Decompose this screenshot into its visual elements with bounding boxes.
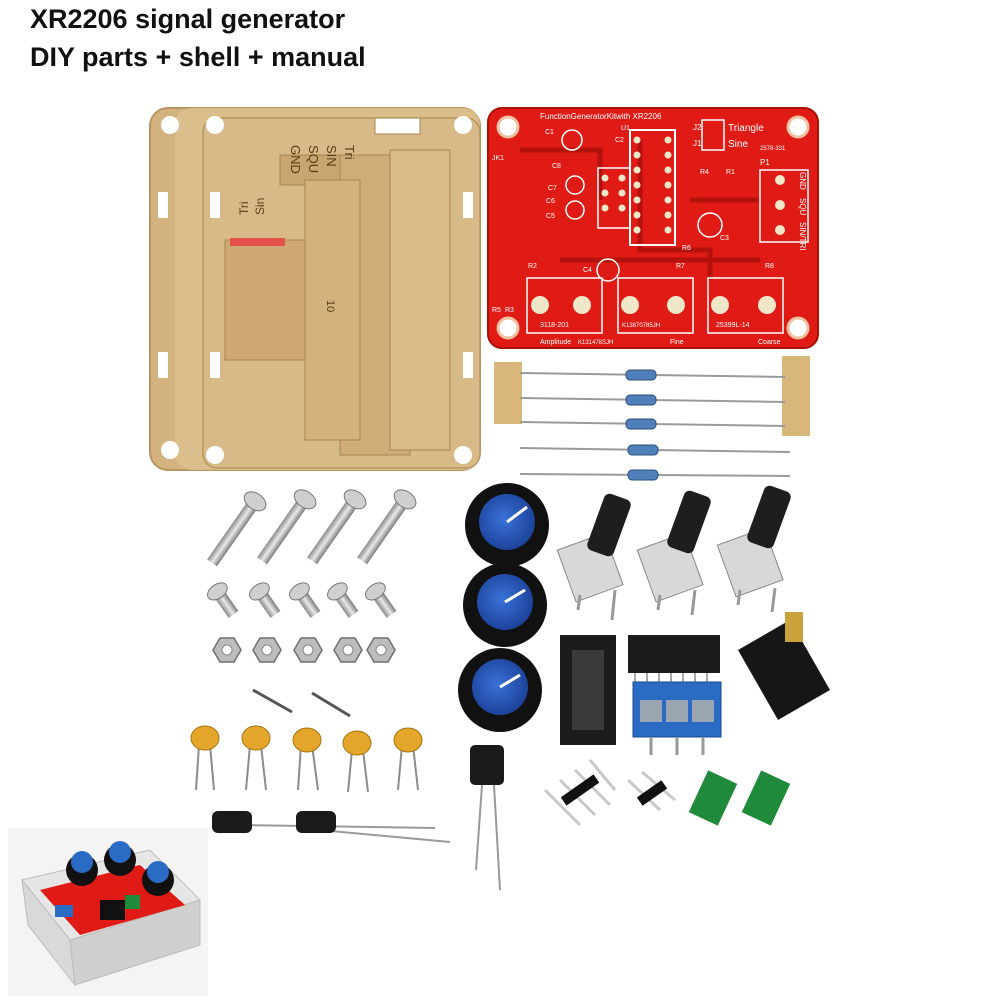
pcb-p1-label: P1 xyxy=(760,158,770,167)
shell-label-sin-2: Sin xyxy=(253,198,267,215)
pcb-ref-c6: C6 xyxy=(546,198,555,205)
shell-label-10: 10 xyxy=(324,300,336,312)
pcb-triangle-label: Triangle xyxy=(728,123,764,134)
product-subtitle: DIY parts + shell + manual xyxy=(30,42,366,72)
pcb-ref-j1: J1 xyxy=(693,139,702,148)
pcb-pin-squ: SQU xyxy=(798,198,807,216)
pcb-coarse-label: Coarse xyxy=(758,339,781,346)
pcb-ref-c5: C5 xyxy=(546,213,555,220)
pcb-ref-r3: R3 xyxy=(505,307,514,314)
pcb-pot-code-1: 3118-201 xyxy=(540,322,569,329)
shell-label-gnd: GND xyxy=(288,145,303,174)
pcb-ref-c1: C1 xyxy=(545,129,554,136)
ic-socket xyxy=(560,635,616,745)
pcb-board: FunctionGeneratorKitwith XR2206 2578-331… xyxy=(487,107,819,349)
pcb-pin-gnd: GND xyxy=(798,172,807,190)
title-block: XR2206 signal generator DIY parts + shel… xyxy=(30,0,366,76)
assembled-product-inset xyxy=(8,828,208,996)
green-jumpers xyxy=(688,770,791,826)
wire-jumpers xyxy=(252,688,351,718)
pcb-pot-code-3: 25399L-14 xyxy=(716,322,750,329)
electrolytic-capacitors xyxy=(212,745,504,891)
pcb-sine-label: Sine xyxy=(728,139,748,150)
shell-label-squ: SQU xyxy=(306,145,321,173)
pcb-ref-r6: R6 xyxy=(682,245,691,252)
screw-terminal xyxy=(632,681,722,755)
pin-headers xyxy=(543,759,676,827)
ceramic-capacitors xyxy=(190,725,423,793)
pcb-ref-r5: R5 xyxy=(492,307,501,314)
pcb-ref-r4: R4 xyxy=(700,169,709,176)
dc-jack xyxy=(738,612,830,720)
pcb-fine-label: Fine xyxy=(670,339,684,346)
pcb-pot-code-2: K13870785JH xyxy=(622,323,660,329)
pcb-ref-r1: R1 xyxy=(726,169,735,176)
pcb-ref-c8: C8 xyxy=(552,163,561,170)
pcb-bottom-code: K131478SJH xyxy=(578,340,613,346)
pcb-ref-c7: C7 xyxy=(548,185,557,192)
pcb-ref-r2: R2 xyxy=(528,263,537,270)
pcb-ref-jk1: JK1 xyxy=(492,155,504,162)
resistor-strip xyxy=(494,356,810,481)
product-title: XR2206 signal generator xyxy=(30,4,346,34)
pcb-ref-r7: R7 xyxy=(676,263,685,270)
shell-label-tri-2: Tri xyxy=(237,201,251,215)
long-screws xyxy=(207,489,417,567)
short-screws xyxy=(207,582,397,618)
acrylic-shell: GND SQU SIN Tri Tri Sin 10 xyxy=(149,107,481,471)
pcb-ref-c3: C3 xyxy=(720,235,729,242)
pcb-ref-r8: R8 xyxy=(765,263,774,270)
pcb-ref-u1: U1 xyxy=(621,125,630,132)
pcb-pin-sintri: SIN/TRI xyxy=(798,222,807,250)
shell-label-sin: SIN xyxy=(324,145,339,167)
xr2206-chip xyxy=(628,635,720,682)
pcb-amplitude-label: Amplitude xyxy=(540,339,571,346)
hex-nuts xyxy=(212,637,396,663)
pcb-ref-c2: C2 xyxy=(615,137,624,144)
pcb-code: 2578-331 xyxy=(760,146,786,152)
pcb-ref-c4: C4 xyxy=(583,267,592,274)
pcb-ref-j2: J2 xyxy=(693,123,702,132)
pcb-top-label: FunctionGeneratorKitwith XR2206 xyxy=(540,112,662,121)
potentiometers xyxy=(556,485,791,621)
blue-knobs xyxy=(458,483,549,732)
shell-label-tri: Tri xyxy=(342,145,357,160)
